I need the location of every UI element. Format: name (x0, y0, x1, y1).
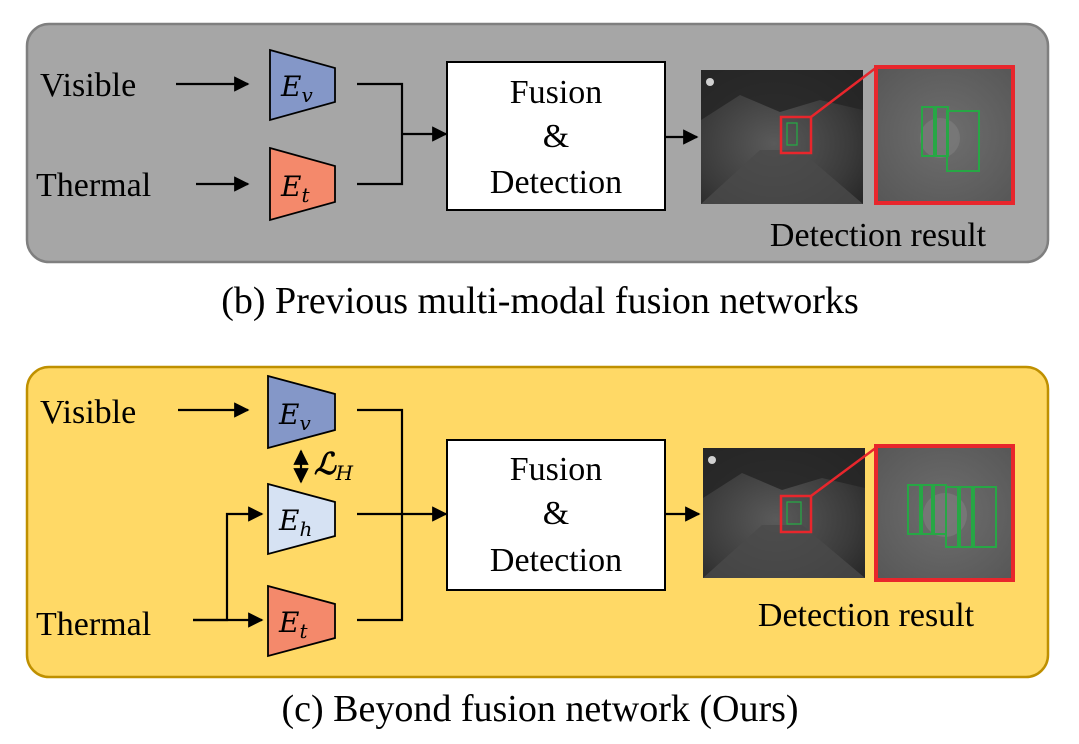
encoder-thermal-shape (267, 584, 336, 658)
panel-previous-fusion: Visible Thermal Ev Et Fusion & Detection (25, 22, 1050, 264)
fusion-line-2: & (543, 495, 569, 532)
fusion-line-3: Detection (490, 164, 622, 201)
zoom-region-box (779, 494, 813, 534)
encoder-hybrid-shape (267, 482, 336, 556)
caption-c: (c) Beyond fusion network (Ours) (281, 688, 798, 730)
input-visible-label: Visible (40, 394, 136, 431)
zoom-connector (810, 445, 878, 498)
detection-image (703, 448, 865, 578)
panel-beyond-fusion: Visible Thermal Ev ℒH Eh Et Fusio (25, 365, 1050, 679)
small-detection-box (786, 122, 798, 146)
loss-label: ℒH (314, 447, 354, 485)
encoder-visible-shape (267, 374, 336, 450)
detection-result-label: Detection result (758, 597, 975, 634)
detection-image (701, 70, 863, 204)
encoder-thermal-shape (269, 146, 336, 222)
encoder-hybrid: Eh (267, 482, 336, 556)
detection-box-5 (957, 486, 975, 548)
detection-result-label: Detection result (770, 217, 987, 254)
encoder-visible-shape (269, 48, 336, 122)
fusion-detection-box: Fusion & Detection (446, 439, 666, 591)
fusion-box-rect (446, 439, 666, 591)
fusion-line-3: Detection (490, 542, 622, 579)
encoder-thermal: Et (269, 146, 336, 222)
input-visible-label: Visible (40, 67, 136, 104)
fusion-detection-box: Fusion & Detection (446, 61, 666, 211)
zoomed-detection (874, 65, 1015, 205)
zoomed-blob (920, 118, 960, 158)
encoder-thermal-label: Et (280, 170, 310, 207)
night-scene-trees (703, 448, 865, 498)
detection-box-1 (907, 484, 923, 535)
encoder-visible-label: Ev (280, 70, 313, 107)
night-scene-light (708, 456, 716, 464)
zoomed-detail-image (874, 444, 1015, 582)
small-detection-box (786, 501, 802, 525)
zoom-connector (810, 66, 878, 118)
encoder-thermal-label: Et (278, 606, 308, 643)
encoder-visible: Ev (269, 48, 336, 122)
encoder-visible-label: Ev (278, 398, 311, 435)
caption-b: (b) Previous multi-modal fusion networks (221, 280, 858, 322)
encoder-visible: Ev (267, 374, 336, 450)
input-thermal-label: Thermal (36, 167, 151, 204)
night-scene-road (701, 150, 863, 204)
zoomed-detection (874, 444, 1015, 582)
night-scene-light (706, 78, 714, 86)
detection-box-6 (971, 486, 997, 548)
fusion-line-2: & (543, 118, 569, 155)
detection-box-1 (921, 106, 937, 157)
night-scene-road (703, 525, 865, 578)
encoder-thermal: Et (267, 584, 336, 658)
detection-box-4 (945, 486, 961, 548)
encoder-hybrid-label: Eh (278, 504, 312, 541)
fusion-line-1: Fusion (510, 74, 603, 111)
night-scene-trees (701, 70, 863, 120)
detection-box-3 (946, 110, 980, 172)
input-thermal-label: Thermal (36, 606, 151, 643)
zoom-region-box (779, 115, 813, 155)
detection-box-2 (919, 484, 935, 535)
fusion-box-rect (446, 61, 666, 211)
fusion-line-1: Fusion (510, 451, 603, 488)
